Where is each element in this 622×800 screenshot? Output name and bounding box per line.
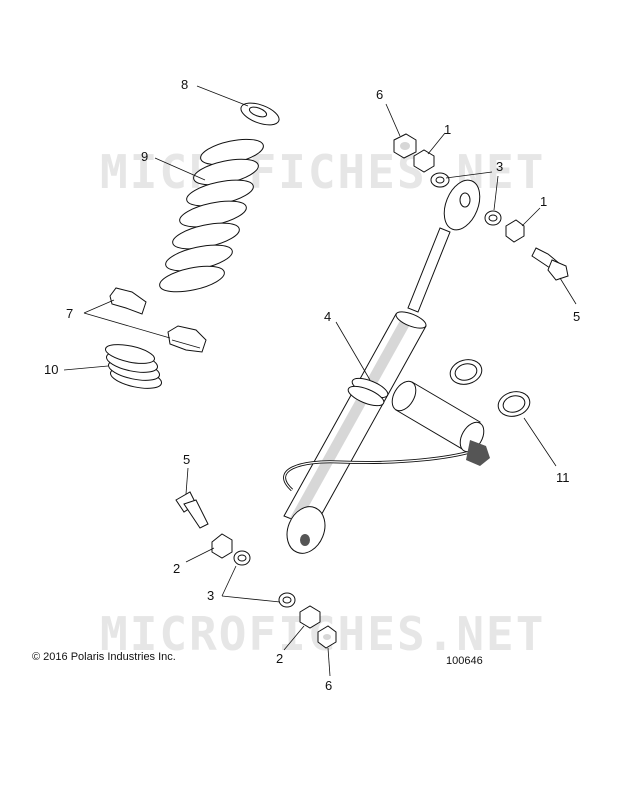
lower-hardware <box>175 491 337 649</box>
copyright-text: © 2016 Polaris Industries Inc. <box>32 651 176 663</box>
part-4-shock <box>283 179 481 554</box>
callout-2-lower: 2 <box>173 561 180 576</box>
callout-1-right: 1 <box>540 194 547 209</box>
callout-1-upper: 1 <box>444 122 451 137</box>
part-9-coil-spring <box>159 138 264 293</box>
callout-4: 4 <box>324 309 331 324</box>
part-11-clamps <box>449 359 531 417</box>
figure-number: 100646 <box>446 655 483 667</box>
part-7-spring-seats <box>109 287 207 353</box>
callout-3-lower: 3 <box>207 588 214 603</box>
callout-7: 7 <box>66 306 73 321</box>
callout-6-bottom: 6 <box>325 678 332 693</box>
callout-5-lower: 5 <box>183 452 190 467</box>
leader-lines <box>63 85 577 677</box>
callout-10: 10 <box>44 362 58 377</box>
callout-2-bottom: 2 <box>276 651 283 666</box>
callout-8: 8 <box>181 77 188 92</box>
callout-5-upper: 5 <box>573 309 580 324</box>
callout-9: 9 <box>141 149 148 164</box>
callout-11: 11 <box>556 470 570 485</box>
callout-3-upper: 3 <box>496 159 503 174</box>
remote-reservoir <box>391 380 490 466</box>
callout-6-upper: 6 <box>376 87 383 102</box>
part-8-spring-retainer <box>240 102 280 126</box>
upper-hardware <box>393 133 569 281</box>
part-10-bump-stop <box>104 344 163 389</box>
callout-labels: 8 9 7 10 6 1 3 1 5 4 11 5 2 3 2 6 <box>44 77 580 693</box>
